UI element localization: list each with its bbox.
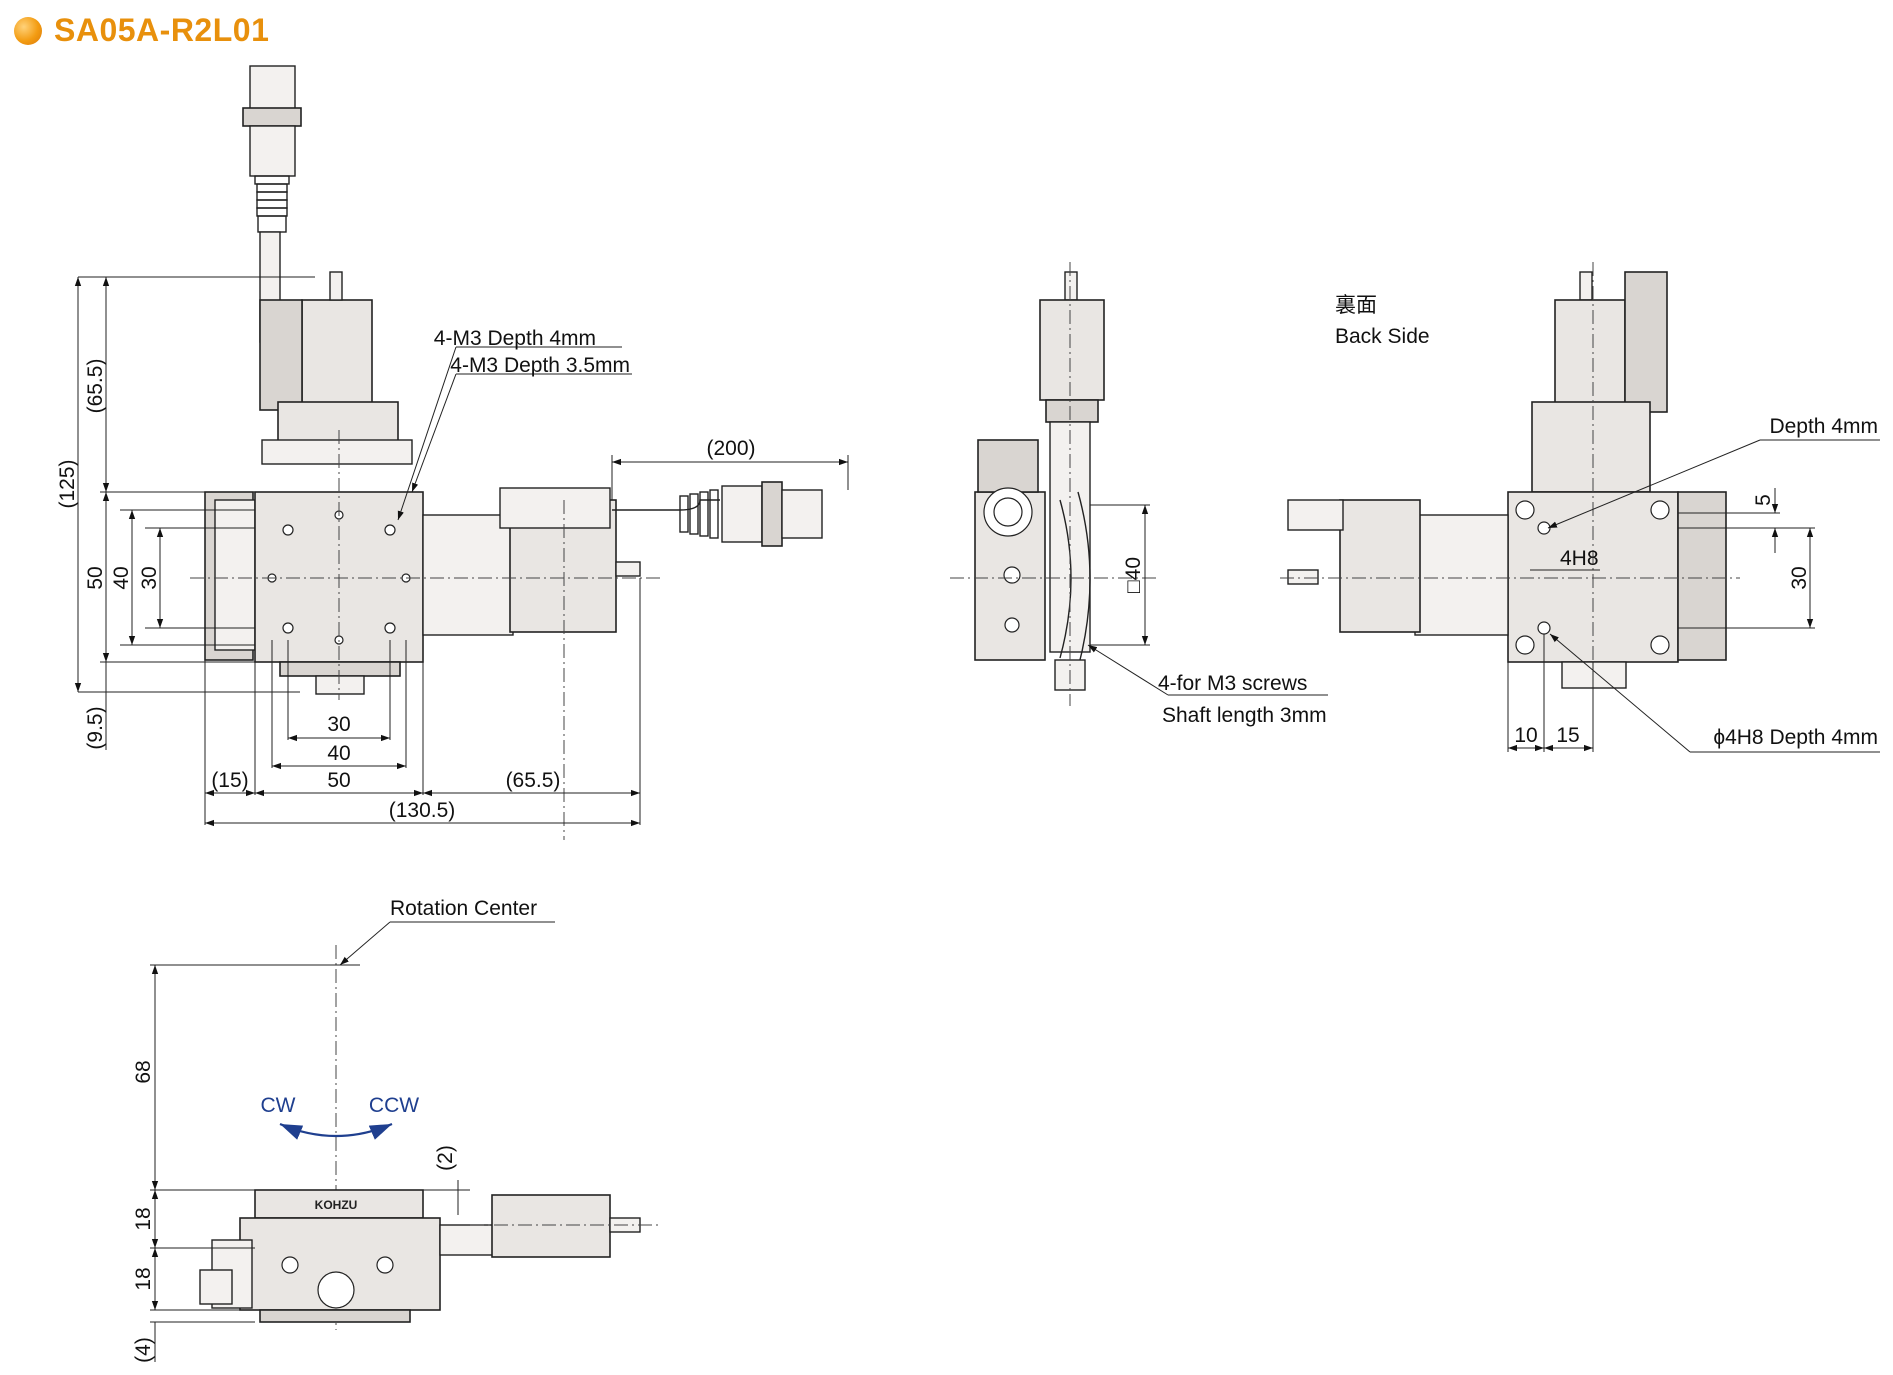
side-view: □40 4-for M3 screws Shaft length 3mm — [950, 262, 1328, 727]
dim-15-back: 15 — [1556, 724, 1579, 747]
dim-18-upper: 18 — [132, 1207, 155, 1230]
dim-2: (2) — [434, 1145, 457, 1171]
back-left-bracket — [1414, 514, 1509, 636]
dim-9-5: (9.5) — [84, 706, 107, 749]
motor-shaft-top — [329, 271, 343, 301]
brand-label: KOHZU — [315, 1198, 358, 1212]
side-scale-arc — [1059, 499, 1072, 659]
back-right-carriage — [1677, 491, 1727, 661]
side-shaft — [1064, 271, 1078, 301]
dim-65-5-horizontal: (65.5) — [506, 769, 561, 792]
callout-phi-4h8: ϕ4H8 Depth 4mm — [1713, 726, 1878, 749]
dim-130-5: (130.5) — [389, 799, 456, 822]
callout-m3-depth35: 4-M3 Depth 3.5mm — [450, 354, 630, 377]
back-side-view: 裏面 Back Side — [1280, 262, 1880, 753]
rotary-motor — [491, 1194, 611, 1258]
dim-50-horizontal: 50 — [327, 769, 350, 792]
back-shaft — [1579, 271, 1593, 301]
dim-200: (200) — [706, 437, 755, 460]
dim-125: (125) — [56, 459, 79, 508]
bottom-knob — [315, 675, 365, 695]
dim-30-back: 30 — [1788, 566, 1811, 589]
callout-shaft-length: Shaft length 3mm — [1162, 704, 1327, 727]
right-connector — [721, 485, 763, 543]
back-cable-stub — [1287, 499, 1344, 531]
side-motor — [1039, 299, 1105, 401]
connector-top — [249, 65, 296, 111]
dim-30-horizontal: 30 — [327, 713, 350, 736]
rotation-view: Rotation Center 68 CW CCW KOHZU — [132, 897, 660, 1363]
callout-m3-screws: 4-for M3 screws — [1158, 672, 1307, 695]
front-view: 4-M3 Depth 4mm 4-M3 Depth 3.5mm (200) (6… — [56, 65, 849, 840]
right-motor-top — [499, 487, 611, 529]
product-title: SA05A-R2L01 — [54, 12, 270, 48]
dim-square-40: □40 — [1122, 557, 1145, 593]
dim-68: 68 — [132, 1060, 155, 1083]
coupler-bracket — [261, 439, 413, 465]
dim-4: (4) — [132, 1337, 155, 1363]
dim-30-vertical: 30 — [138, 566, 161, 589]
cable-right — [612, 499, 720, 511]
dim-40-vertical: 40 — [110, 566, 133, 589]
back-side-heading-en: Back Side — [1335, 325, 1430, 348]
callout-rotation-center: Rotation Center — [390, 897, 537, 920]
dim-40-horizontal: 40 — [327, 742, 350, 765]
cable-bend-relief — [254, 175, 290, 233]
back-corner-holes — [1515, 500, 1670, 655]
right-connector-ring — [761, 481, 783, 547]
callout-4h8: 4H8 — [1560, 547, 1599, 570]
right-motor-shaft — [615, 561, 641, 577]
right-connector-end — [781, 489, 823, 539]
right-bend-relief — [679, 489, 719, 539]
back-bottom-knob — [1561, 661, 1627, 689]
connector-body — [249, 125, 296, 177]
dim-18-lower: 18 — [132, 1267, 155, 1290]
side-motor-flange — [1045, 399, 1099, 423]
back-motor — [1554, 299, 1626, 411]
callout-m3-depth4: 4-M3 Depth 4mm — [434, 327, 596, 350]
right-bracket — [422, 514, 514, 636]
back-coupler — [1531, 401, 1651, 493]
back-pin-hole-upper — [1537, 521, 1551, 535]
motor-side-block — [259, 299, 303, 411]
rotary-left-connector — [199, 1269, 233, 1305]
dim-5: 5 — [1752, 494, 1775, 506]
motor-upper — [301, 299, 373, 411]
rotary-worm-bracket — [439, 1224, 496, 1256]
rotation-arrow — [279, 1122, 393, 1140]
side-top-block — [977, 439, 1039, 493]
bullet-dot-icon — [14, 16, 42, 45]
dim-65-5-vertical: (65.5) — [84, 359, 107, 414]
dim-15: (15) — [211, 769, 248, 792]
back-pin-hole-lower — [1537, 621, 1551, 635]
back-side-heading-jp: 裏面 — [1335, 294, 1377, 317]
rotary-base — [259, 1309, 411, 1323]
back-left-motor — [1339, 499, 1421, 633]
back-cable-block — [1624, 271, 1668, 413]
dim-50-vertical: 50 — [84, 566, 107, 589]
dim-10: 10 — [1514, 724, 1537, 747]
left-carriage-inner — [214, 499, 256, 651]
label-ccw: CCW — [369, 1094, 419, 1117]
bottom-rail — [279, 661, 401, 677]
rotary-center-boss — [317, 1271, 355, 1309]
back-motor-shaft — [1287, 569, 1319, 585]
title-row: SA05A-R2L01 — [14, 12, 269, 49]
connector-ring — [242, 107, 302, 127]
callout-depth-4mm: Depth 4mm — [1769, 415, 1878, 438]
label-cw: CW — [261, 1094, 296, 1117]
